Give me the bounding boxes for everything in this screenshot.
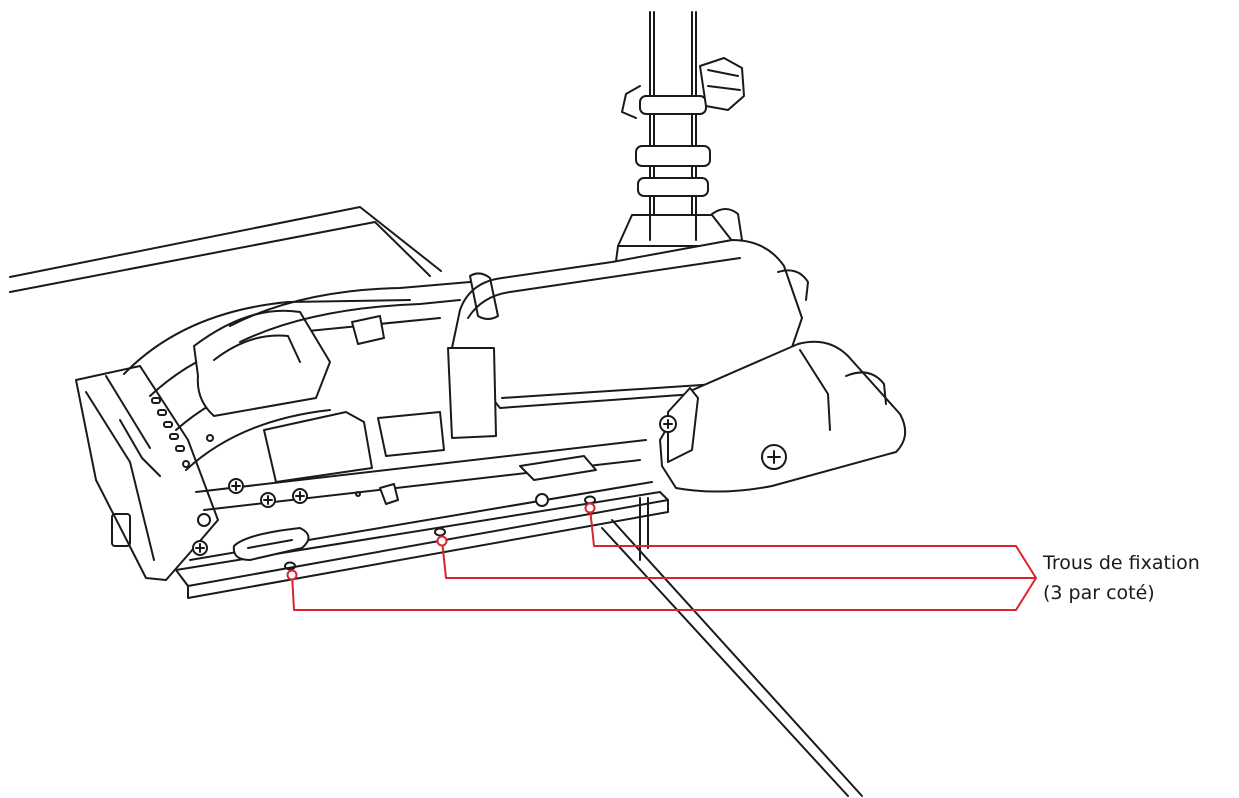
callout-leaders <box>286 502 1037 611</box>
motor-housing-cover <box>451 239 803 409</box>
upright-plates <box>263 315 497 483</box>
hinge-bumps <box>711 208 887 405</box>
vent-slots <box>151 397 214 468</box>
release-handle <box>193 309 331 417</box>
top-grip <box>229 281 471 343</box>
mounting-holes-label: Trous de fixation (3 par coté) <box>1043 548 1200 608</box>
callout-line-2: (3 par coté) <box>1043 582 1155 604</box>
deck-diagonal <box>601 497 863 797</box>
callout-line-1: Trous de fixation <box>1043 552 1200 574</box>
screw-icon <box>192 478 308 556</box>
cam-slot-plate <box>232 455 597 561</box>
cam-block <box>659 340 907 493</box>
deck-edge-lines <box>9 206 442 293</box>
shaft-collars <box>621 57 745 197</box>
